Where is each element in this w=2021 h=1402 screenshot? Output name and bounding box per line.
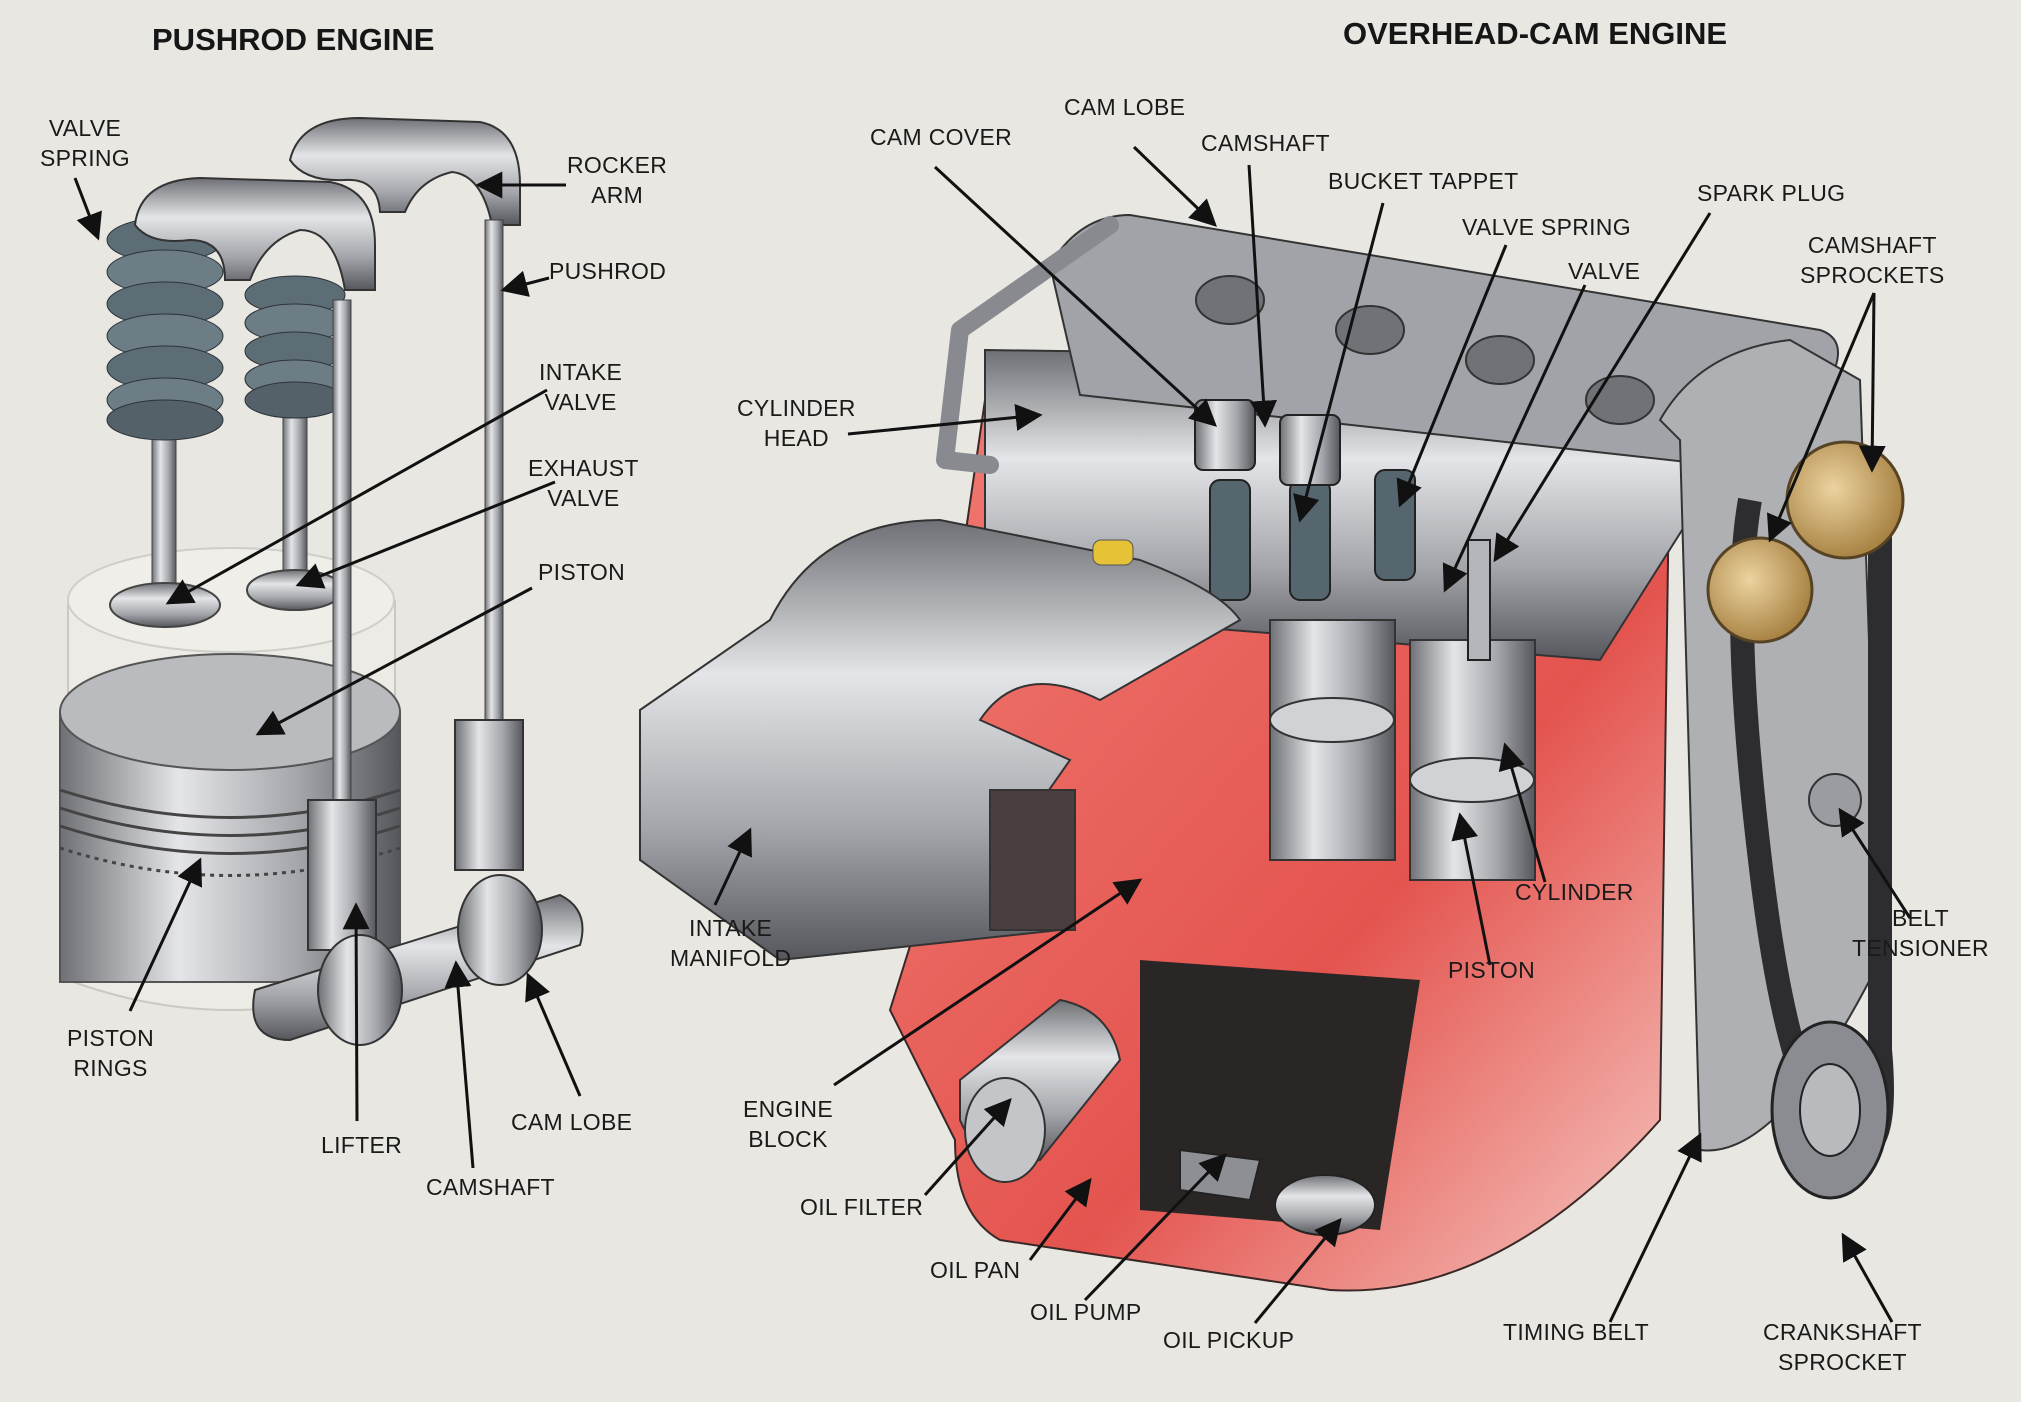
pushrod-piston-label: PISTON <box>538 559 626 585</box>
pushrod-2 <box>484 219 504 741</box>
ohc-cylinder-head-label: CYLINDER HEAD <box>737 395 856 451</box>
ohc-engine-block-label: ENGINE BLOCK <box>743 1096 833 1152</box>
ohc-engine-title: OVERHEAD-CAM ENGINE <box>1343 16 1728 51</box>
pushrod-rocker-arm-label: ROCKER ARM <box>567 152 668 208</box>
lifter-2 <box>454 719 524 871</box>
crankshaft-pulley <box>1770 1020 1890 1200</box>
ohc-oil-pan-label: OIL PAN <box>930 1257 1021 1283</box>
pushrod-intake-valve-label: INTAKE VALVE <box>539 359 623 415</box>
pushrod-pushrod-label: PUSHROD <box>549 258 667 284</box>
ohc-tappets <box>1194 399 1341 486</box>
pushrod-camshaft-label: CAMSHAFT <box>426 1174 555 1200</box>
oil-pump-shape <box>1179 1148 1262 1202</box>
ohc-crankshaft-sprocket-label: CRANKSHAFT SPROCKET <box>1763 1319 1922 1375</box>
ohc-cylinder-label: CYLINDER <box>1515 879 1634 905</box>
pushrod-engine-title: PUSHROD ENGINE <box>152 22 435 57</box>
rocker-arm-2 <box>288 116 521 226</box>
intake-valve-stem <box>151 419 177 591</box>
leader-lines <box>73 145 1912 1324</box>
exhaust-valve-head <box>246 569 344 611</box>
cam-lobe-1 <box>317 934 403 1046</box>
pushrod-1 <box>332 299 352 821</box>
camshaft-sprocket-1 <box>1706 536 1814 644</box>
spark-plug-shape <box>1467 539 1491 661</box>
valve-spring-2 <box>244 275 346 419</box>
cam-cover-ports <box>1195 275 1655 425</box>
ohc-spark-plug-label: SPARK PLUG <box>1697 180 1846 206</box>
valve-spring-1 <box>106 217 224 441</box>
breather-pipe <box>936 216 1119 474</box>
ohc-valve-springs <box>1209 469 1416 601</box>
ohc-valve-label: VALVE <box>1568 258 1641 284</box>
ohc-camshaft-sprockets-label: CAMSHAFT SPROCKETS <box>1800 232 1945 288</box>
cam-lobe-2 <box>457 874 543 986</box>
pushrod-lifter-label: LIFTER <box>321 1132 403 1158</box>
ohc-valve-spring-label: VALVE SPRING <box>1462 214 1631 240</box>
belt-tensioner-pulley <box>1808 773 1862 827</box>
ohc-oil-pump-label: OIL PUMP <box>1030 1299 1142 1325</box>
intake-valve-head <box>109 582 221 628</box>
pushrod-valve-spring-label: VALVE SPRING <box>40 115 130 171</box>
ohc-oil-pickup-label: OIL PICKUP <box>1163 1327 1295 1353</box>
pushrod-piston-rings-label: PISTON RINGS <box>67 1025 155 1081</box>
intake-manifold-shape <box>639 518 1242 962</box>
piston-crown <box>59 653 401 771</box>
ohc-belt-tensioner-label: BELT TENSIONER <box>1852 905 1989 961</box>
pushrod-cam-lobe-label: CAM LOBE <box>511 1109 633 1135</box>
pushrod-exhaust-valve-label: EXHAUST VALVE <box>528 455 639 511</box>
ohc-intake-manifold-label: INTAKE MANIFOLD <box>670 915 792 971</box>
ohc-camshaft-label: CAMSHAFT <box>1201 130 1330 156</box>
ohc-bucket-tappet-label: BUCKET TAPPET <box>1328 168 1519 194</box>
ohc-engine-art <box>639 213 1905 1292</box>
yellow-sensor <box>1092 539 1134 566</box>
manifold-port <box>989 789 1076 931</box>
piston-top-1 <box>1269 697 1395 743</box>
oil-pickup-shape <box>1274 1174 1376 1236</box>
ohc-cam-lobe-label: CAM LOBE <box>1064 94 1186 120</box>
lifter-1 <box>307 799 377 951</box>
ohc-cam-cover-label: CAM COVER <box>870 124 1012 150</box>
ohc-timing-belt-label: TIMING BELT <box>1503 1319 1649 1345</box>
ohc-piston-label: PISTON <box>1448 957 1536 983</box>
rocker-arm-1 <box>133 176 376 291</box>
pushrod-engine-art <box>59 116 584 1046</box>
exhaust-valve-stem <box>282 399 308 571</box>
ohc-oil-filter-label: OIL FILTER <box>800 1194 924 1220</box>
